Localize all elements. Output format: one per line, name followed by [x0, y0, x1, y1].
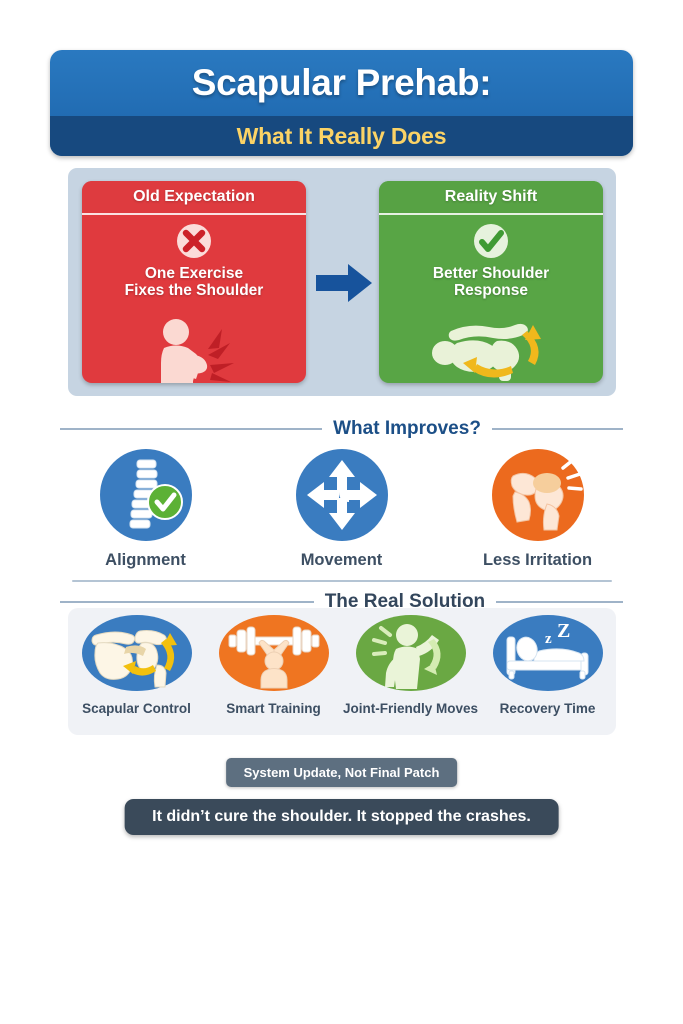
inflamed-joint-icon — [491, 449, 584, 541]
scapula-rotation-icon — [81, 615, 192, 691]
spine-check-icon — [99, 449, 192, 541]
improve-item-movement: Movement — [266, 446, 418, 570]
divider-right — [491, 428, 623, 430]
sleep-z-small: z — [545, 631, 552, 647]
page-title: Scapular Prehab: — [191, 62, 492, 103]
what-improves-title: What Improves? — [333, 418, 481, 439]
old-expectation-line2: Fixes the Shoulder — [124, 282, 264, 300]
old-expectation-body: One Exercise Fixes the Shoulder — [82, 215, 306, 383]
old-expectation-art — [82, 315, 306, 383]
page-subtitle: What It Really Does — [236, 122, 447, 149]
solution-top-divider — [72, 580, 612, 582]
solution-item-recovery-time: z Z Recovery Time — [481, 613, 615, 716]
old-expectation-panel: Old Expectation One Exercise Fixes the S… — [82, 181, 306, 383]
shoulder-joint-mobility-icon — [432, 323, 541, 381]
solution-label-recovery-time: Recovery Time — [499, 701, 596, 716]
four-way-arrows-icon — [295, 449, 388, 541]
sleep-z-large: Z — [557, 620, 570, 642]
old-expectation-header: Old Expectation — [82, 181, 306, 215]
solution-item-joint-friendly-moves: Joint-Friendly Moves — [342, 613, 479, 716]
reality-shift-art — [379, 313, 603, 383]
old-expectation-line1: One Exercise — [144, 265, 244, 282]
solution-divider-left — [60, 601, 314, 603]
transition-arrow-icon — [316, 264, 372, 302]
real-solution-title: The Real Solution — [324, 591, 486, 612]
old-expectation-text: One Exercise Fixes the Shoulder — [125, 265, 264, 300]
improves-row: Alignment Movement — [60, 446, 623, 570]
improve-label-movement: Movement — [300, 551, 383, 569]
reality-shift-panel: Reality Shift Better Shoulder Response — [379, 181, 603, 383]
reality-shift-line1: Better Shoulder — [432, 265, 550, 282]
real-solution-heading: The Real Solution — [60, 591, 623, 613]
comparison-section: Old Expectation One Exercise Fixes the S… — [68, 168, 616, 396]
solution-label-scapular-control: Scapular Control — [82, 701, 191, 716]
reality-shift-heading: Reality Shift — [444, 188, 538, 205]
header-subtitle-row: What It Really Does — [50, 116, 633, 156]
tagline-banner: It didn’t cure the shoulder. It stopped … — [124, 799, 559, 835]
status-badge: System Update, Not Final Patch — [225, 758, 458, 787]
what-improves-heading: What Improves? — [60, 418, 623, 440]
solution-label-joint-friendly-moves: Joint-Friendly Moves — [342, 701, 479, 716]
solution-label-smart-training: Smart Training — [226, 701, 321, 716]
improve-label-less-irritation: Less Irritation — [482, 551, 593, 569]
reality-shift-body: Better Shoulder Response — [379, 215, 603, 383]
solution-row: Scapular Control — [68, 613, 616, 716]
x-circle-icon — [177, 224, 211, 258]
divider-left — [60, 428, 323, 430]
solution-item-smart-training: Smart Training — [207, 613, 341, 716]
improve-item-alignment: Alignment — [70, 446, 222, 570]
sleep-bed-icon: z Z — [492, 615, 603, 691]
header-title-row: Scapular Prehab: — [50, 50, 633, 116]
person-shoulder-pain-icon — [161, 319, 234, 383]
reality-shift-header: Reality Shift — [379, 181, 603, 215]
reality-shift-line2: Response — [453, 282, 529, 300]
improve-item-less-irritation: Less Irritation — [462, 446, 614, 570]
barbell-lift-icon — [218, 615, 329, 691]
solution-item-scapular-control: Scapular Control — [70, 613, 204, 716]
improve-label-alignment: Alignment — [105, 551, 186, 569]
header-banner: Scapular Prehab: What It Really Does — [50, 50, 633, 156]
old-expectation-heading: Old Expectation — [133, 188, 255, 205]
person-stretch-icon — [355, 615, 466, 691]
solution-divider-right — [496, 601, 623, 603]
check-circle-icon — [474, 224, 508, 258]
reality-shift-text: Better Shoulder Response — [433, 265, 549, 300]
